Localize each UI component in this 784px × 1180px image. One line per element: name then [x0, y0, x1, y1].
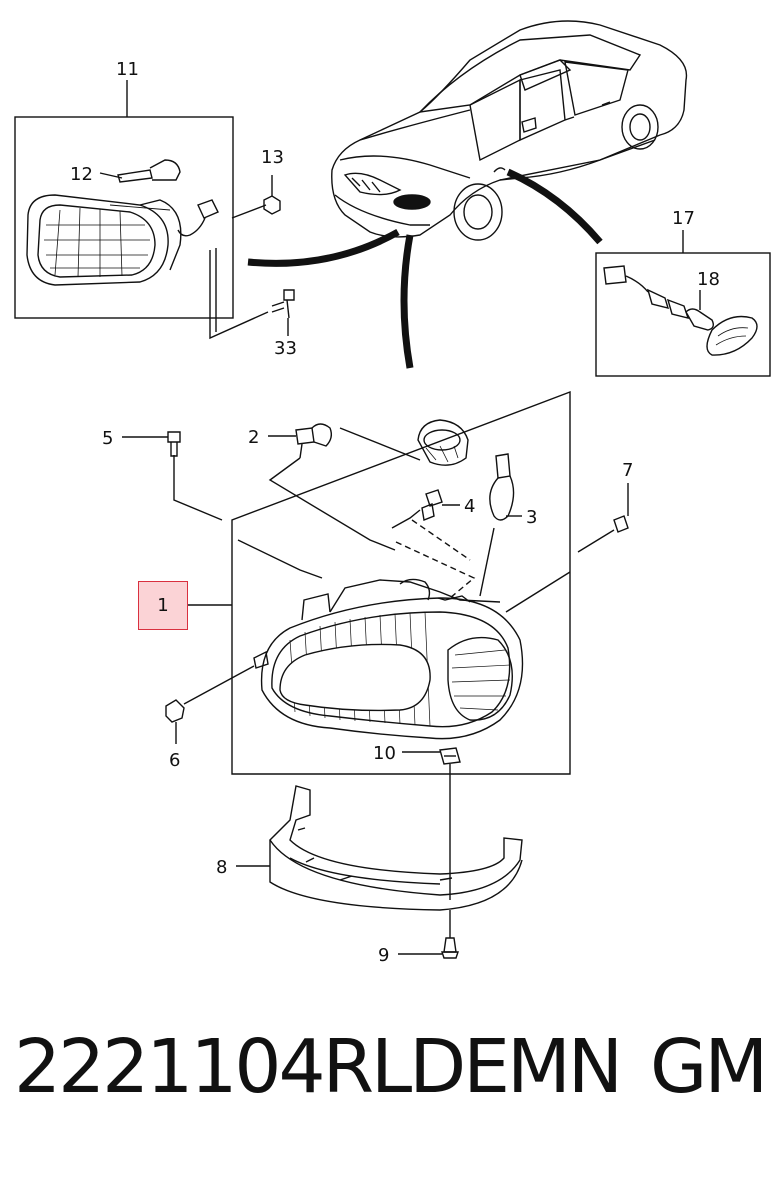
socket-4: [421, 489, 443, 521]
highlighted-callout-box[interactable]: [138, 581, 188, 630]
part-number: 2221104RLDEMN: [14, 1024, 623, 1110]
callout-labels: 11 12 13 33 17 18 2 3 4 5 6 7 8 9 10: [70, 59, 720, 966]
callout-13: 13: [261, 147, 284, 168]
callout-3: 3: [526, 507, 537, 528]
callout-8: 8: [216, 857, 227, 878]
callout-6: 6: [169, 750, 180, 771]
headlamp-unit: [253, 578, 524, 740]
car-illustration: [331, 20, 688, 241]
clip-7: [613, 483, 629, 533]
callout-10: 10: [373, 743, 396, 764]
headlamp-leaders: [173, 427, 615, 705]
callout-11: 11: [116, 59, 139, 80]
bulb-2: [268, 423, 333, 459]
callout-17: 17: [672, 208, 695, 229]
nut-6: [165, 699, 185, 744]
callout-7: 7: [622, 460, 633, 481]
callout-2: 2: [248, 427, 259, 448]
callout-1[interactable]: 1: [157, 595, 169, 616]
socket-cap: [417, 419, 469, 466]
brand-label: GM: [650, 1024, 768, 1110]
bolt-33: [271, 289, 295, 336]
car-leaders: [247, 168, 603, 369]
clip-10: [402, 747, 461, 900]
nut-13: [263, 175, 281, 215]
callout-5: 5: [102, 428, 113, 449]
screw-9: [398, 910, 459, 959]
callout-9: 9: [378, 945, 389, 966]
fog-lamp-assembly: [14, 80, 269, 340]
bolt-5: [122, 431, 181, 457]
callout-12: 12: [70, 164, 93, 185]
callout-18: 18: [697, 269, 720, 290]
bracket-8: [236, 785, 523, 911]
callout-33: 33: [274, 338, 297, 359]
bulb-3: [489, 453, 515, 521]
callout-4: 4: [464, 496, 475, 517]
side-repeater-assembly: [595, 230, 771, 377]
